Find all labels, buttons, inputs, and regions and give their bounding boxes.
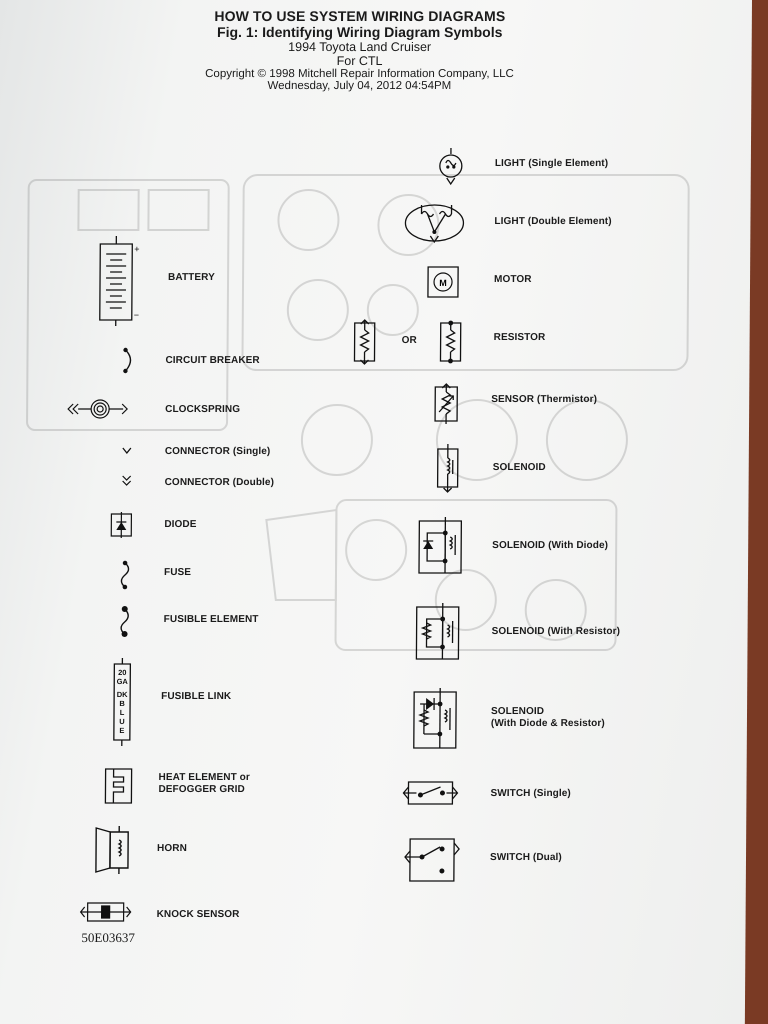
resistor-icon (353, 319, 376, 365)
svg-text:+: + (134, 244, 139, 254)
horn-label: HORN (157, 843, 187, 854)
light-double-icon (404, 204, 465, 244)
fusible-element-icon (120, 606, 129, 637)
svg-text:−: − (134, 310, 139, 320)
resistor-label: RESISTOR (493, 332, 546, 343)
svg-text:L: L (120, 708, 125, 717)
battery-icon: + − (99, 236, 140, 326)
solenoid-diode-label: SOLENOID (With Diode) (492, 540, 609, 551)
fusible-link-icon: 20 GA DK B L U E (113, 658, 132, 746)
vehicle-line: 1994 Toyota Land Cruiser (288, 40, 432, 54)
connector-single-label: CONNECTOR (Single) (164, 446, 271, 457)
solenoid-resistor-label: SOLENOID (With Resistor) (491, 626, 621, 637)
knock-sensor-label: KNOCK SENSOR (156, 909, 240, 920)
diode-label: DIODE (164, 519, 197, 530)
or-text: OR (401, 335, 417, 346)
solenoid-label: SOLENOID (492, 462, 546, 473)
fuse-label: FUSE (163, 567, 192, 578)
connector-double-icon (122, 475, 132, 486)
svg-text:GA: GA (117, 677, 129, 686)
circuit-breaker-icon (123, 347, 132, 374)
fusible-link-label: FUSIBLE LINK (161, 691, 232, 702)
fusible-link-gauge: 20 (118, 668, 126, 677)
svg-text:DK: DK (117, 690, 128, 699)
clockspring-label: CLOCKSPRING (165, 404, 241, 415)
switch-dual-icon (404, 838, 460, 882)
light-double-label: LIGHT (Double Element) (494, 216, 612, 227)
svg-text:U: U (119, 717, 124, 726)
figure-title: Fig. 1: Identifying Wiring Diagram Symbo… (217, 24, 503, 40)
light-single-label: LIGHT (Single Element) (494, 158, 609, 169)
datetime-line: Wednesday, July 04, 2012 04:54PM (267, 80, 452, 92)
bleed-through-diagram (0, 0, 752, 1024)
battery-label: BATTERY (168, 272, 215, 283)
solenoid-icon (436, 444, 459, 493)
thermistor-icon (434, 383, 458, 424)
svg-text:M: M (439, 278, 447, 288)
circuit-breaker-label: CIRCUIT BREAKER (165, 355, 260, 366)
light-single-icon (439, 148, 463, 186)
fusible-element-label: FUSIBLE ELEMENT (163, 614, 259, 625)
motor-icon: M (427, 266, 459, 298)
document-header: HOW TO USE SYSTEM WIRING DIAGRAMS Fig. 1… (149, 8, 570, 92)
solenoid-resistor-icon (415, 603, 460, 660)
solenoid-diode-icon (418, 517, 463, 574)
switch-single-icon (402, 781, 459, 805)
switch-dual-label: SWITCH (Dual) (489, 852, 562, 863)
for-line: For CTL (336, 54, 383, 68)
document-title: HOW TO USE SYSTEM WIRING DIAGRAMS (214, 8, 506, 24)
diode-icon (110, 512, 133, 538)
clockspring-icon (67, 399, 128, 419)
svg-text:B: B (119, 699, 125, 708)
fuse-icon (120, 560, 130, 590)
solenoid-diode-resistor-label: SOLENOID (With Diode & Resistor) (490, 706, 605, 729)
solenoid-diode-resistor-icon (413, 688, 457, 749)
resistor-alt-icon (439, 320, 462, 364)
motor-label: MOTOR (494, 274, 532, 285)
copyright-line: Copyright © 1998 Mitchell Repair Informa… (205, 68, 514, 80)
connector-single-icon (122, 447, 132, 455)
figure-code: 50E03637 (81, 930, 135, 945)
horn-icon (95, 826, 129, 874)
connector-double-label: CONNECTOR (Double) (164, 477, 275, 488)
heat-element-icon (104, 768, 133, 804)
switch-single-label: SWITCH (Single) (490, 788, 571, 799)
svg-text:E: E (119, 726, 124, 735)
knock-sensor-icon (79, 902, 132, 922)
thermistor-label: SENSOR (Thermistor) (491, 394, 598, 405)
heat-element-label: HEAT ELEMENT or DEFOGGER GRID (158, 772, 250, 795)
